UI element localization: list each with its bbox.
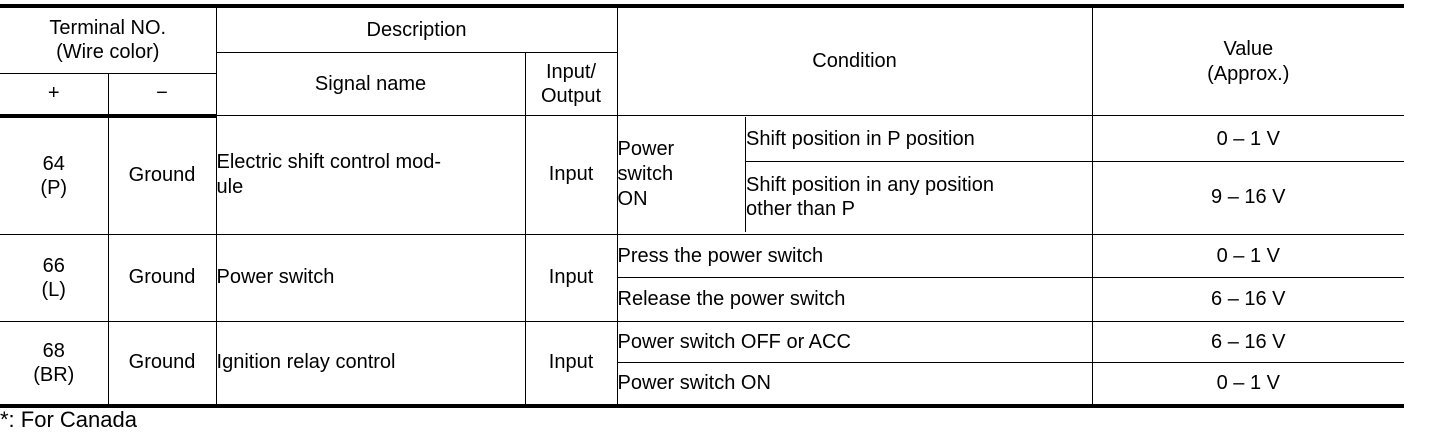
value-subrow: 6 – 16 V xyxy=(1092,277,1405,320)
header-input-output-line1: Input/ xyxy=(546,60,597,83)
header-row-top: Terminal NO. (Wire color) Description Co… xyxy=(0,4,1405,116)
condition-subrow: Shift position in any position other tha… xyxy=(618,161,1092,233)
value-text: 9 – 16 V xyxy=(1092,161,1405,233)
cell-condition: Press the power switch Release the power… xyxy=(616,233,1093,322)
condition-subtable: Power switch OFF or ACC Power switch ON xyxy=(617,322,1092,403)
cell-input-output: Input xyxy=(524,115,618,235)
cell-signal-name: Ignition relay control xyxy=(215,320,526,408)
condition-subrow: Power switch ON xyxy=(617,362,1092,403)
cell-terminal-number: 66 (L) xyxy=(0,233,109,322)
header-plus-terminal: + xyxy=(0,72,109,118)
value-subtable: 0 – 1 V 9 – 16 V xyxy=(1092,117,1405,233)
header-minus-terminal: − xyxy=(107,72,217,118)
header-terminal-no: Terminal NO. (Wire color) xyxy=(0,4,217,74)
cell-input-output: Input xyxy=(524,320,618,408)
condition-subrow: Release the power switch xyxy=(617,277,1092,320)
cell-value: 0 – 1 V 6 – 16 V xyxy=(1091,233,1405,322)
condition-subtable: Power switch ON Shift position in P posi… xyxy=(617,117,1092,233)
value-text: 0 – 1 V xyxy=(1092,362,1405,403)
cell-terminal-number: 64 (P) xyxy=(0,115,109,235)
condition-subrow: Power switch OFF or ACC xyxy=(617,322,1092,363)
terminal-wire-color: (BR) xyxy=(33,363,75,386)
condition-qualifier: Power switch ON xyxy=(617,117,747,233)
cell-minus-terminal: Ground xyxy=(107,233,217,322)
value-text: 6 – 16 V xyxy=(1092,322,1405,363)
condition-text: Shift position in P position xyxy=(745,117,1092,163)
value-subrow: 6 – 16 V xyxy=(1092,322,1405,363)
cell-condition: Power switch ON Shift position in P posi… xyxy=(616,115,1093,235)
cell-condition: Power switch OFF or ACC Power switch ON xyxy=(616,320,1093,408)
footnote: *: For Canada xyxy=(0,407,137,432)
cell-input-output: Input xyxy=(524,233,618,322)
cell-minus-terminal: Ground xyxy=(107,115,217,235)
cell-terminal-number: 68 (BR) xyxy=(0,320,109,408)
value-text: 0 – 1 V xyxy=(1092,117,1405,163)
terminal-wire-color: (L) xyxy=(41,278,66,301)
header-terminal-no-line1: Terminal NO. xyxy=(49,16,167,39)
condition-subrow: Power switch ON Shift position in P posi… xyxy=(617,117,1092,233)
value-subrow: 0 – 1 V xyxy=(1092,235,1405,278)
condition-text: Shift position in any position other tha… xyxy=(745,161,1092,233)
table-body: 64 (P) Ground Electric shift control mod… xyxy=(0,115,1405,408)
cell-value: 0 – 1 V 9 – 16 V xyxy=(1091,115,1405,235)
cell-value: 6 – 16 V 0 – 1 V xyxy=(1091,320,1405,408)
terminal-number: 68 xyxy=(42,339,65,362)
table-header: Terminal NO. (Wire color) Description Co… xyxy=(0,4,1405,118)
condition-text: Power switch ON xyxy=(617,362,1092,403)
header-value: Value (Approx.) xyxy=(1091,4,1405,116)
cell-signal-name: Power switch xyxy=(215,233,526,322)
terminal-number: 66 xyxy=(42,254,65,277)
header-signal-name: Signal name xyxy=(215,52,526,116)
value-subtable: 0 – 1 V 6 – 16 V xyxy=(1092,235,1405,320)
table-row: 68 (BR) Ground Ignition relay control In… xyxy=(0,320,1405,408)
condition-subrow: Press the power switch xyxy=(617,235,1092,278)
header-value-line2: (Approx.) xyxy=(1207,62,1290,85)
cell-signal-name: Electric shift control mod- ule xyxy=(215,115,526,235)
header-terminal-no-line2: (Wire color) xyxy=(56,41,160,64)
condition-subtable: Press the power switch Release the power… xyxy=(617,235,1092,320)
value-subrow: 0 – 1 V xyxy=(1092,117,1405,163)
condition-text: Release the power switch xyxy=(617,277,1092,320)
value-subrow: 9 – 16 V xyxy=(1092,161,1405,233)
table-row: 64 (P) Ground Electric shift control mod… xyxy=(0,115,1405,235)
table-row: 66 (L) Ground Power switch Input Press t… xyxy=(0,233,1405,322)
condition-text: Power switch OFF or ACC xyxy=(617,322,1092,363)
terminal-number: 64 xyxy=(42,152,65,175)
header-value-line1: Value xyxy=(1223,38,1274,61)
value-subtable: 6 – 16 V 0 – 1 V xyxy=(1092,322,1405,403)
value-subrow: 0 – 1 V xyxy=(1092,362,1405,403)
condition-text: Press the power switch xyxy=(617,235,1092,278)
terminal-specification-table: Terminal NO. (Wire color) Description Co… xyxy=(0,4,1405,408)
value-text: 0 – 1 V xyxy=(1092,235,1405,278)
header-condition: Condition xyxy=(616,4,1093,116)
header-input-output-line2: Output xyxy=(541,85,602,107)
cell-minus-terminal: Ground xyxy=(107,320,217,408)
header-row-bottom: + − xyxy=(0,72,1404,118)
terminal-wire-color: (P) xyxy=(40,176,68,199)
value-text: 6 – 16 V xyxy=(1092,277,1405,320)
header-row-middle: Signal name Input/ Output xyxy=(0,52,1404,116)
header-input-output: Input/ Output xyxy=(524,52,618,116)
header-description: Description xyxy=(215,4,618,53)
